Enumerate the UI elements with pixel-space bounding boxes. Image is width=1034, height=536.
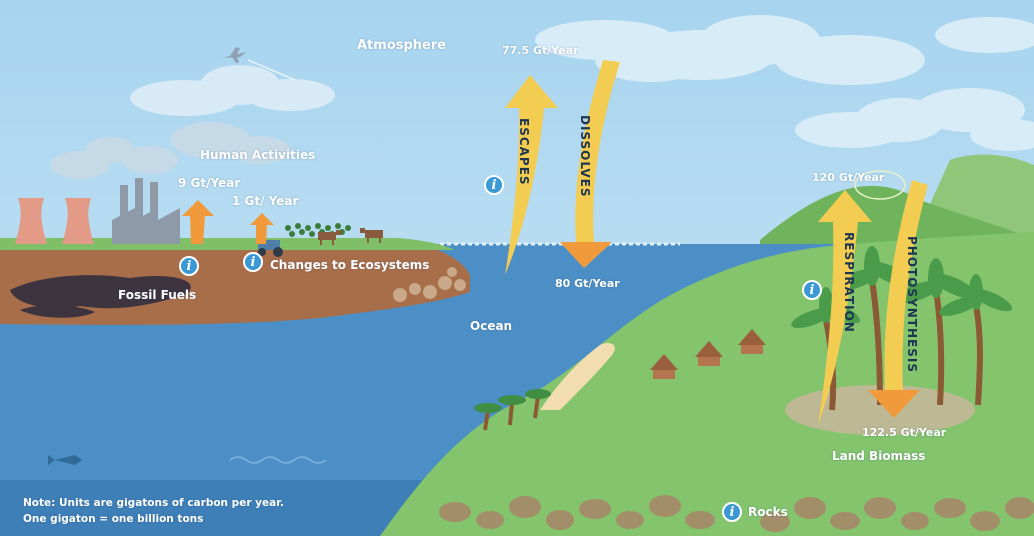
beach xyxy=(540,343,615,410)
dissolves-arrow-label: DISSOLVES xyxy=(578,115,592,198)
info-icon[interactable]: i xyxy=(243,252,263,272)
cooling-tower-icon xyxy=(15,198,94,244)
changes-to-ecosystems-label: Changes to Ecosystems xyxy=(270,258,430,272)
smoke-cloud xyxy=(50,122,290,179)
ocean-down-flow-value: 80 Gt/Year xyxy=(555,277,620,290)
info-icon[interactable]: i xyxy=(179,256,199,276)
info-icon[interactable]: i xyxy=(802,280,822,300)
dissolves-arrow xyxy=(560,60,620,268)
escapes-arrow xyxy=(505,75,558,275)
cow-icon xyxy=(318,228,383,245)
info-icon[interactable]: i xyxy=(484,175,504,195)
ecosystem-flow-value: 1 Gt/ Year xyxy=(232,194,299,208)
fossil-flow-value: 9 Gt/Year xyxy=(178,176,241,190)
rock-icon xyxy=(439,495,1034,532)
cloud-icon xyxy=(130,65,335,116)
factory-icon xyxy=(112,178,180,244)
land-up-flow-value: 120 Gt/Year xyxy=(812,171,885,184)
fossil-emission-arrow xyxy=(182,200,214,244)
respiration-arrow-label: RESPIRATION xyxy=(842,232,856,333)
note-line-1: Note: Units are gigatons of carbon per y… xyxy=(23,497,284,509)
palm-tree-icon xyxy=(474,389,551,431)
palm-tree-icon xyxy=(791,246,1013,411)
land-biomass-label: Land Biomass xyxy=(832,449,926,463)
info-icon[interactable]: i xyxy=(722,502,742,522)
hut-icon xyxy=(650,329,766,379)
human-activities-label: Human Activities xyxy=(200,148,316,162)
respiration-arrow xyxy=(818,190,872,425)
note-line-2: One gigaton = one billion tons xyxy=(23,513,204,525)
rock-icon xyxy=(393,267,466,302)
fossil-oil xyxy=(10,275,191,309)
ocean-up-flow-value: 77.5 Gt/Year xyxy=(502,44,579,57)
escapes-arrow-label: ESCAPES xyxy=(517,118,531,186)
ocean-label: Ocean xyxy=(470,319,513,333)
fossil-fuels-label: Fossil Fuels xyxy=(118,288,197,302)
cloud-icon xyxy=(535,15,1034,85)
rocks-label: Rocks xyxy=(748,505,788,519)
photosynthesis-arrow-label: PHOTOSYNTHESIS xyxy=(905,236,919,373)
cloud-icon xyxy=(795,88,1034,151)
ecosystem-emission-arrow xyxy=(250,213,274,244)
airplane-icon xyxy=(222,47,246,63)
land-down-flow-value: 122.5 Gt/Year xyxy=(862,426,947,439)
photosynthesis-arrow xyxy=(868,180,928,418)
atmosphere-label: Atmosphere xyxy=(357,38,447,53)
fish-icon xyxy=(48,455,82,465)
right-land xyxy=(380,232,1034,536)
